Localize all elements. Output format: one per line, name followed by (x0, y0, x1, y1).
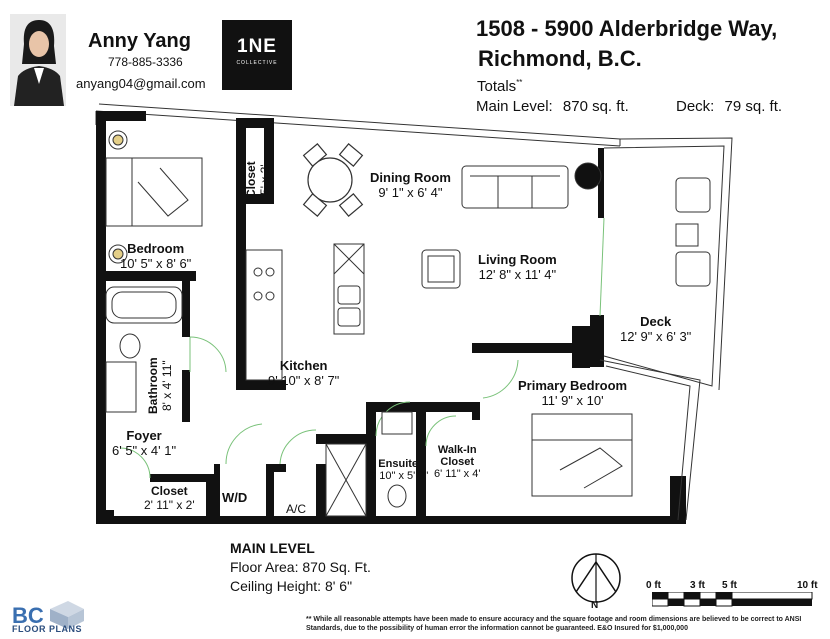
address-line-1: 1508 - 5900 Alderbridge Way, (476, 16, 778, 41)
deck-furniture (675, 177, 711, 287)
totals-deck: Deck: 79 sq. ft. (676, 98, 782, 115)
deck-outline (599, 137, 733, 521)
north-arrow-icon (571, 553, 621, 603)
totals-main-value: 870 sq. ft. (562, 98, 629, 115)
totals-main: Main Level: 870 sq. ft. (476, 98, 629, 115)
north-label: N (591, 600, 599, 611)
kitchen-fixtures (245, 243, 365, 381)
scale-label-0: 0 ft (646, 580, 661, 591)
bc-floor-plans-logo: BC (12, 601, 84, 629)
totals-deck-value: 79 sq. ft. (724, 98, 783, 115)
bc-floor-plans-text: FLOOR PLANS (12, 624, 82, 634)
disclaimer: ** While all reasonable attempts have be… (306, 616, 802, 632)
ac-label: A/C (286, 502, 307, 516)
ceiling-height: Ceiling Height: 8' 6" (230, 578, 353, 594)
agent-phone: 778-885-3336 (108, 55, 183, 69)
scale-label-3: 3 ft (690, 580, 705, 591)
living-sofa (461, 162, 602, 209)
ensuite-fixtures (325, 411, 413, 517)
agent-email: anyang04@gmail.com (76, 76, 206, 91)
agent-photo (10, 14, 66, 106)
totals-title: Totals** (477, 78, 523, 95)
washer-dryer-label: W/D (222, 490, 248, 505)
primary-bed (531, 413, 633, 497)
living-armchair (421, 249, 461, 289)
bc-logo-text: BC (12, 603, 44, 628)
walls (96, 111, 686, 524)
main-level-title: MAIN LEVEL (230, 540, 315, 556)
bathroom-fixtures (105, 286, 183, 413)
floor-area: Floor Area: 870 Sq. Ft. (230, 559, 371, 575)
brokerage-logo: 1NE COLLECTIVE (222, 20, 292, 90)
totals-deck-label: Deck: (676, 98, 715, 115)
totals-main-label: Main Level: (476, 98, 553, 115)
scale-label-10: 10 ft (797, 580, 818, 591)
bedroom-bed (105, 130, 203, 264)
scale-bar (652, 592, 813, 607)
brokerage-logo-text: 1NE (237, 36, 277, 57)
brokerage-logo-subtext: COLLECTIVE (236, 60, 278, 66)
exterior-window-lines (95, 103, 621, 147)
agent-name: Anny Yang (88, 30, 191, 52)
address-line-2: Richmond, B.C. (478, 46, 642, 71)
scale-label-5: 5 ft (722, 580, 737, 591)
dining-table (302, 143, 364, 217)
